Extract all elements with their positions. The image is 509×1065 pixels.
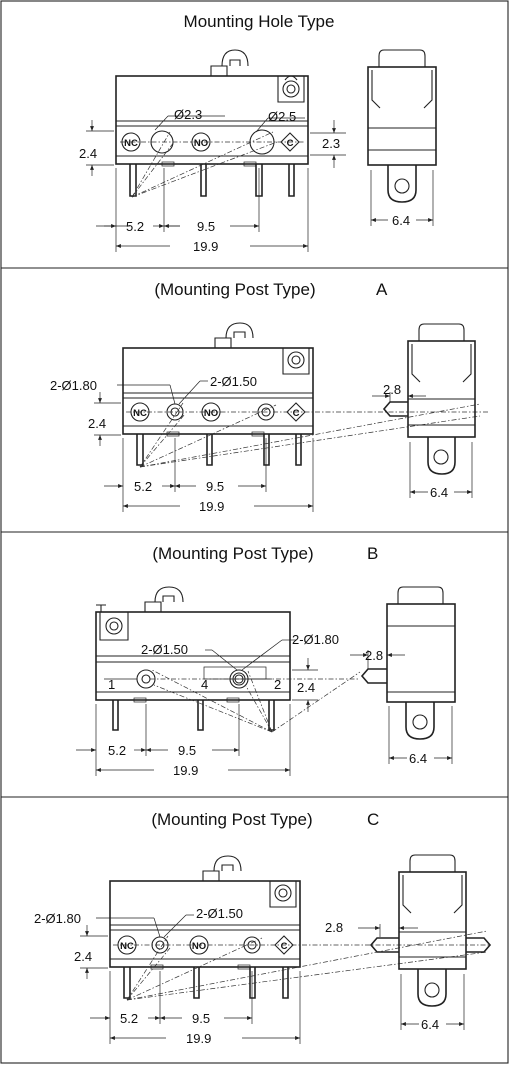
svg-text:2.4: 2.4 xyxy=(79,146,97,161)
width-dimension: 6.4 xyxy=(370,170,434,228)
side-view xyxy=(367,49,437,203)
svg-text:C: C xyxy=(281,941,288,952)
svg-text:NC: NC xyxy=(124,138,138,149)
height-dim-left: 2.4 xyxy=(88,392,121,446)
svg-text:5.2: 5.2 xyxy=(120,1011,138,1026)
svg-text:2.4: 2.4 xyxy=(88,416,106,431)
terminal-label-4: 4 xyxy=(201,677,208,692)
pitch-dimensions: 5.2 9.5 xyxy=(76,704,240,758)
side-view xyxy=(360,586,456,740)
side-view xyxy=(369,854,492,1007)
post-dimension: 2.8 xyxy=(325,920,418,937)
svg-text:6.4: 6.4 xyxy=(421,1017,439,1032)
leader-lines xyxy=(120,115,305,198)
panel-title: (Mounting Post Type) xyxy=(151,810,312,829)
svg-text:C: C xyxy=(287,138,294,149)
terminal-no-icon: NO xyxy=(191,132,211,152)
hole-callout-left: Ø2.3 xyxy=(174,107,202,122)
svg-text:NO: NO xyxy=(194,138,208,149)
pitch-dimensions: 5.2 9.5 xyxy=(96,168,260,234)
height-dim-left: 2.4 xyxy=(79,120,114,176)
svg-text:9.5: 9.5 xyxy=(206,479,224,494)
svg-text:9.5: 9.5 xyxy=(192,1011,210,1026)
panel-mounting-post-type-a: (Mounting Post Type) A NC xyxy=(50,280,490,514)
pitch-dimensions: 5.2 9.5 xyxy=(90,971,253,1026)
post-callout-right: 2-Ø1.80 xyxy=(292,632,339,647)
svg-text:NC: NC xyxy=(120,941,134,952)
svg-text:2.3: 2.3 xyxy=(322,136,340,151)
panel-letter: A xyxy=(376,280,388,299)
front-view xyxy=(95,586,291,731)
terminal-label-2: 2 xyxy=(274,677,281,692)
post-callout-left: 2-Ø1.80 xyxy=(50,378,97,393)
height-dim-left: 2.4 xyxy=(74,925,108,979)
svg-text:NO: NO xyxy=(204,408,218,419)
hole-callout-right: Ø2.5 xyxy=(268,109,296,124)
svg-text:5.2: 5.2 xyxy=(134,479,152,494)
svg-text:19.9: 19.9 xyxy=(199,499,224,514)
panel-mounting-hole-type: Mounting Hole Type NC xyxy=(79,12,437,254)
svg-text:6.4: 6.4 xyxy=(392,213,410,228)
width-dimension: 6.4 xyxy=(409,442,473,500)
post-callout-left: 2-Ø1.80 xyxy=(34,911,81,926)
post-dimension: 2.8 xyxy=(372,382,426,402)
svg-text:19.9: 19.9 xyxy=(193,239,218,254)
svg-text:19.9: 19.9 xyxy=(173,763,198,778)
height-dim-right: 2.4 xyxy=(292,658,318,712)
front-view xyxy=(115,49,309,197)
leader-lines xyxy=(104,639,361,733)
svg-text:2.8: 2.8 xyxy=(325,920,343,935)
width-dimension: 6.4 xyxy=(388,706,453,766)
hole-callout-left: 2-Ø1.50 xyxy=(141,642,188,657)
svg-text:2.8: 2.8 xyxy=(365,648,383,663)
hole-callout-right: 2-Ø1.50 xyxy=(196,906,243,921)
svg-text:2.4: 2.4 xyxy=(74,949,92,964)
terminal-c-icon: C xyxy=(286,402,306,422)
front-view xyxy=(109,855,301,999)
width-dimension: 6.4 xyxy=(400,974,465,1032)
post-dimension: 2.8 xyxy=(350,648,405,669)
side-view xyxy=(382,323,476,475)
length-dimension: 19.9 xyxy=(122,438,314,514)
svg-text:6.4: 6.4 xyxy=(430,485,448,500)
leader-lines xyxy=(117,380,490,468)
panel-mounting-post-type-b: (Mounting Post Type) B 1 xyxy=(76,544,456,778)
svg-text:5.2: 5.2 xyxy=(108,743,126,758)
length-dimension: 19.9 xyxy=(109,971,301,1046)
svg-text:19.9: 19.9 xyxy=(186,1031,211,1046)
panel-mounting-post-type-c: (Mounting Post Type) C NC xyxy=(34,810,492,1046)
panel-title: (Mounting Post Type) xyxy=(152,544,313,563)
svg-text:NC: NC xyxy=(133,408,147,419)
svg-text:NO: NO xyxy=(192,941,206,952)
svg-text:2.4: 2.4 xyxy=(297,680,315,695)
height-dim-right: 2.3 xyxy=(310,120,346,168)
length-dimension: 19.9 xyxy=(115,168,309,254)
leader-lines xyxy=(96,914,490,1001)
terminal-label-1: 1 xyxy=(108,677,115,692)
svg-text:9.5: 9.5 xyxy=(178,743,196,758)
hole-callout-right: 2-Ø1.50 xyxy=(210,374,257,389)
svg-text:2.8: 2.8 xyxy=(383,382,401,397)
svg-text:C: C xyxy=(293,408,300,419)
svg-text:5.2: 5.2 xyxy=(126,219,144,234)
terminal-c-icon: C xyxy=(280,132,300,152)
length-dimension: 19.9 xyxy=(95,704,291,778)
pitch-dimensions: 5.2 9.5 xyxy=(104,438,267,494)
terminal-c-icon: C xyxy=(274,935,294,955)
panel-letter: B xyxy=(367,544,378,563)
front-view xyxy=(122,322,314,466)
panel-letter: C xyxy=(367,810,379,829)
svg-text:6.4: 6.4 xyxy=(409,751,427,766)
svg-text:9.5: 9.5 xyxy=(197,219,215,234)
panel-title: Mounting Hole Type xyxy=(184,12,335,31)
panel-title: (Mounting Post Type) xyxy=(154,280,315,299)
